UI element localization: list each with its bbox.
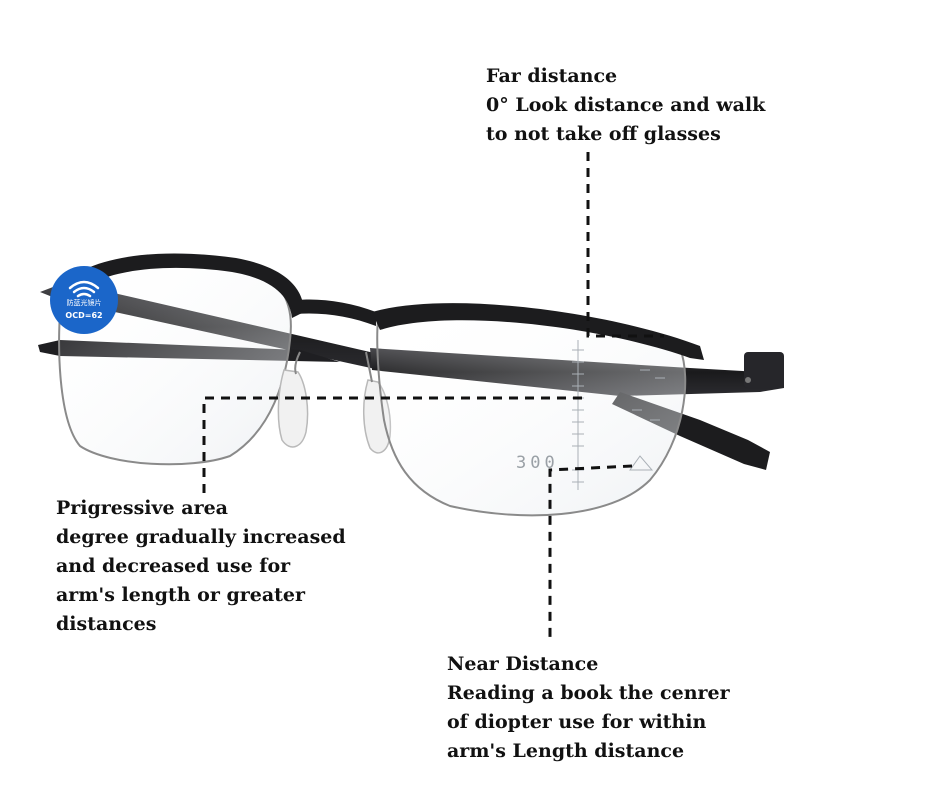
progressive-area-annotation: Prigressive area degree gradually increa…: [56, 494, 346, 639]
blue-light-badge: 防蓝光镜片 OCD=62: [50, 266, 118, 334]
hinge-screw: [745, 377, 751, 383]
scale-side-marks: [632, 369, 665, 421]
progressive-line-2: degree gradually increased: [56, 526, 346, 548]
progressive-line-4: arm's length or greater: [56, 584, 306, 606]
nose-pad-arms: [294, 351, 373, 383]
far-line-2: 0° Look distance and walk: [486, 94, 766, 116]
far-title: Far distance: [486, 65, 618, 87]
hinge-block: [744, 352, 784, 388]
progressive-title: Prigressive area: [56, 497, 228, 519]
right-frame-rim: [372, 303, 704, 360]
badge-code: OCD=62: [65, 311, 102, 320]
far-line-3: to not take off glasses: [486, 123, 721, 145]
leader-lines: [202, 152, 664, 640]
progressive-line-3: and decreased use for: [56, 555, 291, 577]
wifi-icon: [68, 280, 100, 298]
progressive-line-5: distances: [56, 613, 157, 635]
lens-reference-mark: [629, 455, 654, 471]
diopter-marking: 300: [516, 453, 559, 473]
near-line-4: arm's Length distance: [447, 740, 685, 762]
bridge: [296, 299, 376, 326]
far-distance-annotation: Far distance 0° Look distance and walk t…: [486, 62, 765, 149]
left-frame-rim: [56, 253, 304, 318]
nose-pad-left: [277, 369, 309, 448]
near-line-2: Reading a book the cenrer: [447, 682, 730, 704]
badge-circle: [50, 266, 118, 334]
near-distance-annotation: Near Distance Reading a book the cenrer …: [447, 650, 730, 766]
far-leader-line: [586, 152, 664, 338]
near-leader-line: [548, 464, 633, 640]
near-line-3: of diopter use for within: [447, 711, 707, 733]
near-title: Near Distance: [447, 653, 599, 675]
badge-text: 防蓝光镜片: [67, 298, 102, 307]
